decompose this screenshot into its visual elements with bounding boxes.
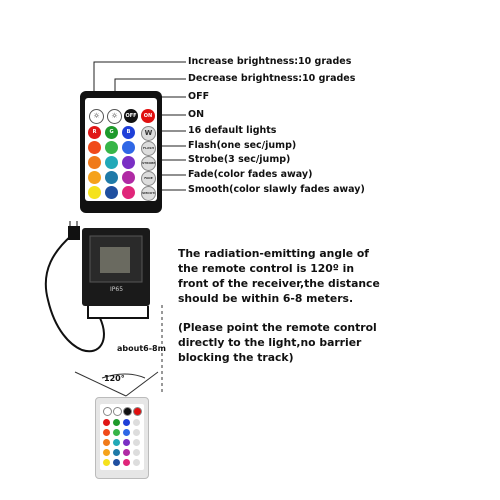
label-flash: Flash(one sec/jump): [188, 140, 297, 151]
color-button[interactable]: R: [88, 126, 101, 139]
small-remote-button: [123, 407, 132, 416]
distance-label: about6-8m: [117, 344, 166, 353]
color-button[interactable]: [122, 141, 135, 154]
color-button[interactable]: [88, 156, 101, 169]
ip65-badge: IP65: [110, 286, 124, 293]
smooth-button[interactable]: SMOOTH: [141, 186, 156, 201]
off-button[interactable]: OFF: [124, 109, 138, 123]
small-remote-button: [103, 407, 112, 416]
color-button[interactable]: G: [105, 126, 118, 139]
label-fade: Fade(color fades away): [188, 169, 313, 180]
small-remote-button: [113, 459, 120, 466]
small-remote-button: [133, 407, 142, 416]
small-remote-button: [123, 459, 130, 466]
small-remote-button: [103, 439, 110, 446]
color-button[interactable]: B: [122, 126, 135, 139]
w-button[interactable]: W: [141, 126, 156, 141]
color-button[interactable]: [122, 156, 135, 169]
small-remote-button: [133, 429, 140, 436]
label-on: ON: [188, 109, 205, 120]
flash-button[interactable]: FLASH: [141, 141, 156, 156]
small-remote-button: [103, 459, 110, 466]
on-button[interactable]: ON: [141, 109, 155, 123]
small-remote-button: [133, 419, 140, 426]
label-strobe: Strobe(3 sec/jump): [188, 154, 291, 165]
color-button[interactable]: [105, 141, 118, 154]
brightness-up-button[interactable]: ☼: [89, 109, 104, 124]
color-button[interactable]: [88, 141, 101, 154]
label-increase-brightness: Increase brightness:10 grades: [188, 56, 352, 67]
small-remote-button: [113, 419, 120, 426]
small-remote-button: [123, 419, 130, 426]
pointing-note: (Please point the remote control directl…: [178, 321, 377, 364]
small-remote-button: [103, 419, 110, 426]
color-button[interactable]: [88, 171, 101, 184]
small-remote-button: [113, 429, 120, 436]
small-remote-button: [123, 439, 130, 446]
small-remote-button: [123, 449, 130, 456]
small-remote-buttons: [103, 407, 143, 469]
small-remote-button: [133, 459, 140, 466]
angle-label: 120°: [104, 374, 125, 383]
color-button[interactable]: [88, 186, 101, 199]
label-default-lights: 16 default lights: [188, 125, 277, 136]
small-remote-button: [113, 439, 120, 446]
label-smooth: Smooth(color slawly fades away): [188, 184, 365, 195]
small-remote-button: [133, 449, 140, 456]
strobe-button[interactable]: STROBE: [141, 156, 156, 171]
small-remote-button: [103, 449, 110, 456]
small-remote-button: [103, 429, 110, 436]
label-decrease-brightness: Decrease brightness:10 grades: [188, 73, 356, 84]
small-remote-control: [95, 397, 149, 479]
color-button[interactable]: [105, 171, 118, 184]
brightness-down-button[interactable]: ☼: [107, 109, 122, 124]
small-remote-button: [113, 449, 120, 456]
color-button[interactable]: [122, 171, 135, 184]
angle-description: The radiation-emitting angle of the remo…: [178, 247, 380, 305]
small-remote-button: [113, 407, 122, 416]
color-button[interactable]: [105, 186, 118, 199]
color-button[interactable]: [105, 156, 118, 169]
label-off: OFF: [188, 91, 210, 102]
small-remote-button: [123, 429, 130, 436]
small-remote-button: [133, 439, 140, 446]
color-button[interactable]: [122, 186, 135, 199]
fade-button[interactable]: FADE: [141, 171, 156, 186]
